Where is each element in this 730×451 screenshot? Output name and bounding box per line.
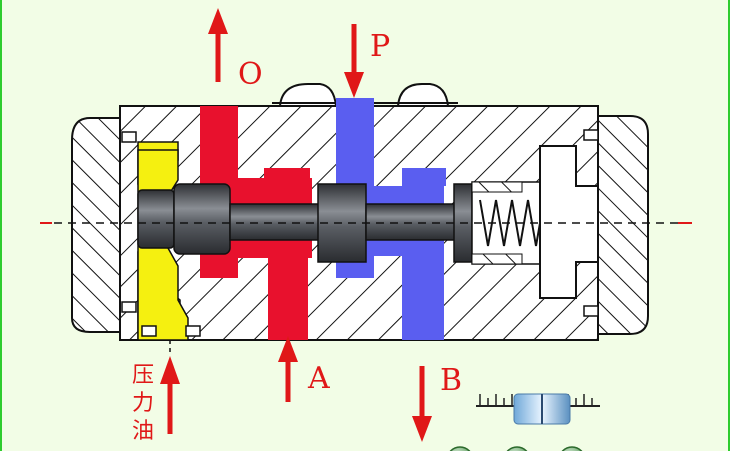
- speed-slider[interactable]: [476, 393, 600, 425]
- port-b-channel: [402, 168, 444, 340]
- arrow-b: [412, 366, 432, 442]
- round-button-1[interactable]: [447, 446, 473, 451]
- port-a-channel: [268, 168, 308, 340]
- pilot-label-line2: 力: [132, 391, 154, 416]
- arrow-p: [344, 24, 364, 98]
- round-button-2[interactable]: [504, 446, 530, 451]
- port-a-label: A: [307, 361, 330, 396]
- seals: [121, 129, 599, 337]
- left-end-cap: [71, 117, 121, 333]
- port-p-label: P: [370, 29, 390, 64]
- pilot-label-line3: 油: [132, 419, 154, 444]
- pilot-label-line1: 压: [132, 363, 154, 388]
- right-end-cap: [597, 115, 649, 335]
- spring-cap: [539, 145, 599, 299]
- arrow-pilot: [160, 356, 180, 434]
- port-b-label: B: [440, 363, 462, 398]
- arrow-o: [208, 8, 228, 82]
- round-button-3[interactable]: [559, 446, 585, 451]
- port-o-label: O: [238, 57, 263, 92]
- arrow-a: [278, 336, 298, 402]
- top-mount-left: [278, 83, 338, 107]
- top-mount-right: [396, 83, 450, 107]
